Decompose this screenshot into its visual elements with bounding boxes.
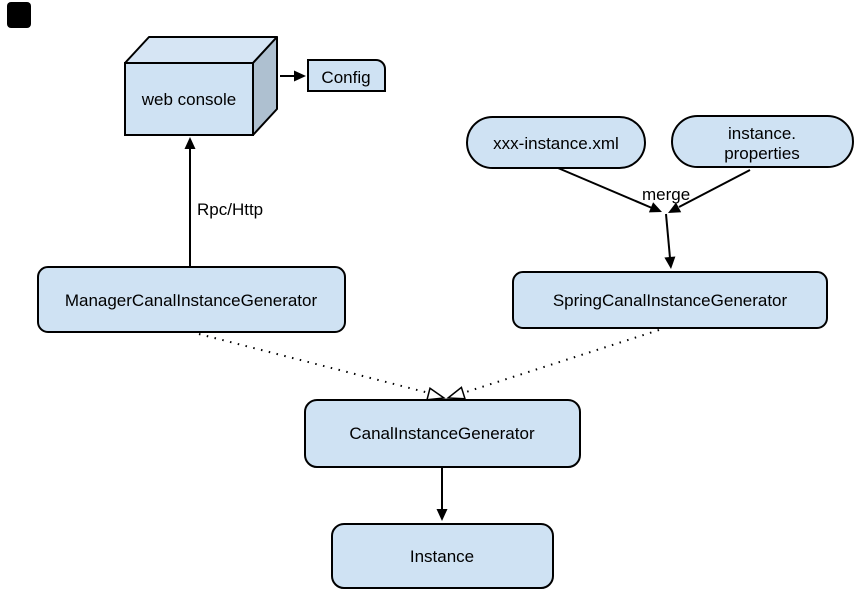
web-console-label: web console [141,90,237,109]
edge-xml-to-merge [557,167,662,213]
node-manager-generator: ManagerCanalInstanceGenerator [37,266,346,333]
corner-marker [7,2,31,28]
merge-label: merge [642,185,690,204]
config-box [307,59,386,92]
arrowhead-solid [184,137,196,149]
edge-line [557,167,653,209]
dotted-edge-line [198,333,430,394]
properties-file-pill [671,115,854,168]
instance-label: Instance [410,547,474,566]
edge-manager-to-console: Rpc/Http [184,137,263,267]
spring-generator-label: SpringCanalInstanceGenerator [553,291,788,310]
node-xml-file: xxx-instance.xml [466,116,646,169]
edge-line [665,213,671,259]
edge-properties-to-merge: merge [642,169,751,213]
config-label: Config [321,68,370,87]
node-properties-file: instance. properties [671,115,854,168]
node-spring-generator: SpringCanalInstanceGenerator [512,271,828,329]
manager-generator-label: ManagerCanalInstanceGenerator [65,291,318,310]
xml-file-pill [466,116,646,169]
canal-generator-box [304,399,581,468]
manager-generator-box [37,266,346,333]
edge-console-to-config [280,70,306,82]
properties-file-label-line2: properties [724,144,800,163]
properties-file-label-line1: instance. [728,124,796,143]
arrowhead-solid [664,256,676,269]
dotted-edge-line [462,329,660,394]
edge-canal-generator-to-instance [436,468,448,521]
node-canal-generator: CanalInstanceGenerator [304,399,581,468]
node-instance: Instance [331,523,554,589]
edge-line [678,169,751,208]
instance-box [331,523,554,589]
rpc-http-label: Rpc/Http [197,200,263,219]
spring-generator-box [512,271,828,329]
arrowhead-solid [648,202,662,213]
node-config: Config [307,59,386,92]
arrowhead-solid [436,509,448,521]
arrowhead-solid [668,202,682,213]
arrowhead-solid [294,70,306,82]
arrowhead-hollow [445,386,467,400]
xml-file-label: xxx-instance.xml [493,134,619,153]
cube-top-face [124,36,278,64]
arrowhead-hollow [426,386,447,401]
edge-spring-to-canal-generator [445,329,660,400]
node-web-console: web console [124,36,278,136]
canal-generator-label: CanalInstanceGenerator [349,424,535,443]
edge-merge-to-spring [664,213,676,269]
edge-manager-to-canal-generator [198,333,447,401]
cube-front-face [124,62,254,136]
